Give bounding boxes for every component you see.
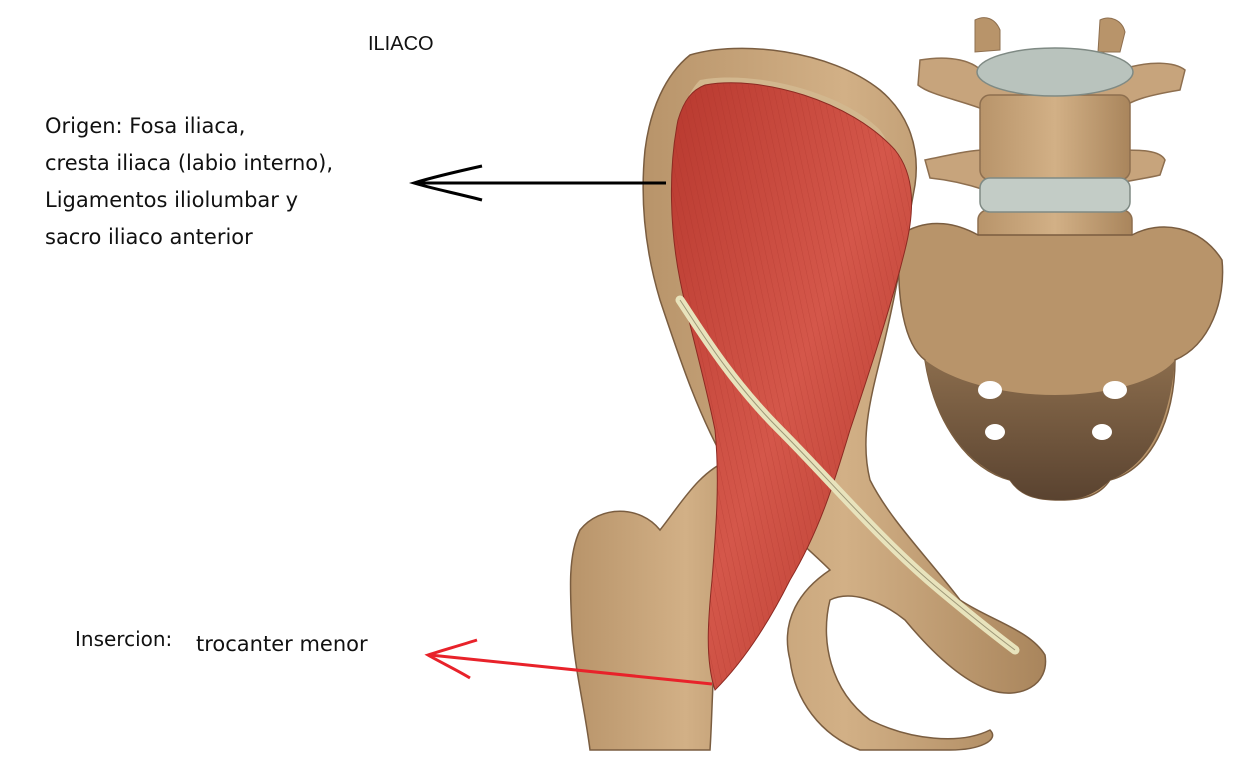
intervertebral-disc <box>977 48 1133 96</box>
spinous-process <box>1098 18 1125 52</box>
insertion-label: Insercion: <box>75 627 172 651</box>
sacral-foramen <box>985 424 1005 440</box>
vertebral-body <box>980 95 1130 180</box>
diagram-title: ILIACO <box>368 33 434 56</box>
origin-line-2: cresta iliaca (labio interno), <box>45 145 333 182</box>
intervertebral-disc <box>980 178 1130 212</box>
origin-annotation: Origen: Fosa iliaca, cresta iliaca (labi… <box>45 108 333 256</box>
sacral-foramen <box>1103 381 1127 399</box>
insertion-value: trocanter menor <box>196 632 368 656</box>
sacrum <box>899 223 1223 500</box>
origin-line-4: sacro iliaco anterior <box>45 219 333 256</box>
sacral-foramen <box>978 381 1002 399</box>
origin-arrow <box>414 166 666 200</box>
spinous-process <box>975 18 1000 52</box>
sacral-foramen <box>1092 424 1112 440</box>
origin-line-3: Ligamentos iliolumbar y <box>45 182 333 219</box>
origin-line-1: Origen: Fosa iliaca, <box>45 108 333 145</box>
